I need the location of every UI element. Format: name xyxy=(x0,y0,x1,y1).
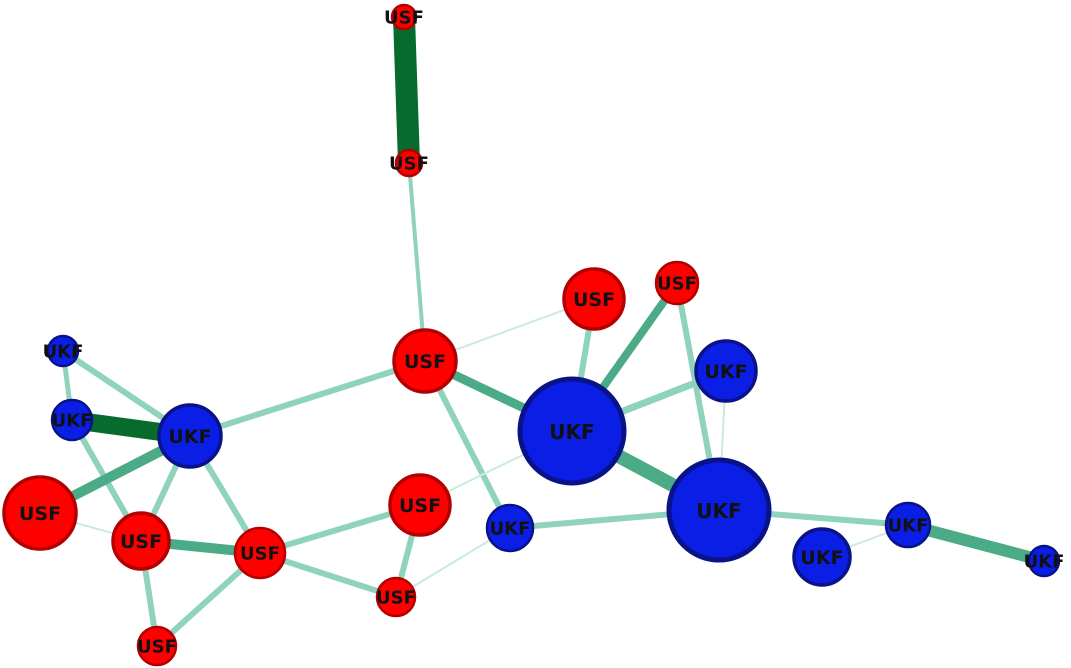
node-circle xyxy=(517,376,627,486)
node-n8[interactable]: USF xyxy=(111,511,171,571)
node-circle xyxy=(562,267,626,331)
node-n15[interactable]: UKF xyxy=(694,339,758,403)
edge-n2-n3 xyxy=(407,162,427,362)
node-n12[interactable]: UKF xyxy=(43,334,84,368)
node-label: UKF xyxy=(52,411,93,432)
node-label: USF xyxy=(657,274,697,295)
node-label: UKF xyxy=(696,499,741,523)
node-circle xyxy=(233,526,287,580)
edge-n1-n2 xyxy=(393,16,420,164)
edges-layer xyxy=(37,16,1046,649)
node-n4[interactable]: USF xyxy=(562,267,626,331)
node-circle xyxy=(884,501,932,549)
node-circle xyxy=(157,403,223,469)
node-n18[interactable]: UKF xyxy=(485,503,535,553)
node-circle xyxy=(392,328,458,394)
node-n5[interactable]: USF xyxy=(654,260,700,306)
node-label: UKF xyxy=(888,516,929,537)
node-label: UKF xyxy=(704,361,747,383)
node-label: USF xyxy=(19,503,61,525)
node-n16[interactable]: UKF xyxy=(517,376,627,486)
node-n20[interactable]: UKF xyxy=(884,501,932,549)
node-circle xyxy=(46,334,80,368)
nodes-layer: USF USF USF USF USF USF USF USF USF USF USF UKF UKF U… xyxy=(2,3,1065,667)
node-circle xyxy=(1027,544,1061,578)
node-circle xyxy=(2,475,78,551)
node-label: UKF xyxy=(800,547,843,569)
node-label: USF xyxy=(573,289,615,311)
node-circle xyxy=(375,576,417,618)
node-label: USF xyxy=(384,8,424,29)
node-circle xyxy=(50,398,94,442)
node-label: UKF xyxy=(168,426,211,448)
node-circle xyxy=(666,457,772,563)
node-n3[interactable]: USF xyxy=(392,328,458,394)
node-label: UKF xyxy=(1024,552,1065,573)
edge-n3-n14 xyxy=(189,358,426,439)
node-n13[interactable]: UKF xyxy=(50,398,94,442)
node-label: USF xyxy=(120,531,162,553)
node-circle xyxy=(654,260,700,306)
node-n21[interactable]: UKF xyxy=(1024,544,1065,578)
node-n6[interactable]: USF xyxy=(388,473,452,537)
node-label: USF xyxy=(240,544,280,565)
node-circle xyxy=(111,511,171,571)
node-n17[interactable]: UKF xyxy=(666,457,772,563)
node-n11[interactable]: USF xyxy=(375,576,417,618)
node-circle xyxy=(388,473,452,537)
node-n10[interactable]: USF xyxy=(136,625,178,667)
node-label: UKF xyxy=(490,519,531,540)
node-n1[interactable]: USF xyxy=(384,3,424,31)
node-circle xyxy=(694,339,758,403)
edge-n20-n21 xyxy=(906,519,1046,567)
node-label: USF xyxy=(399,495,441,517)
node-circle xyxy=(136,625,178,667)
node-label: USF xyxy=(376,588,416,609)
node-label: UKF xyxy=(549,420,594,444)
node-label: USF xyxy=(137,637,177,658)
node-n7[interactable]: USF xyxy=(2,475,78,551)
node-label: USF xyxy=(404,351,446,373)
node-n9[interactable]: USF xyxy=(233,526,287,580)
node-label: UKF xyxy=(43,342,84,363)
node-circle xyxy=(485,503,535,553)
node-circle xyxy=(394,148,424,178)
node-n19[interactable]: UKF xyxy=(792,527,852,587)
node-circle xyxy=(390,3,418,31)
node-circle xyxy=(792,527,852,587)
node-label: USF xyxy=(389,154,429,175)
node-n14[interactable]: UKF xyxy=(157,403,223,469)
node-n2[interactable]: USF xyxy=(389,148,429,178)
